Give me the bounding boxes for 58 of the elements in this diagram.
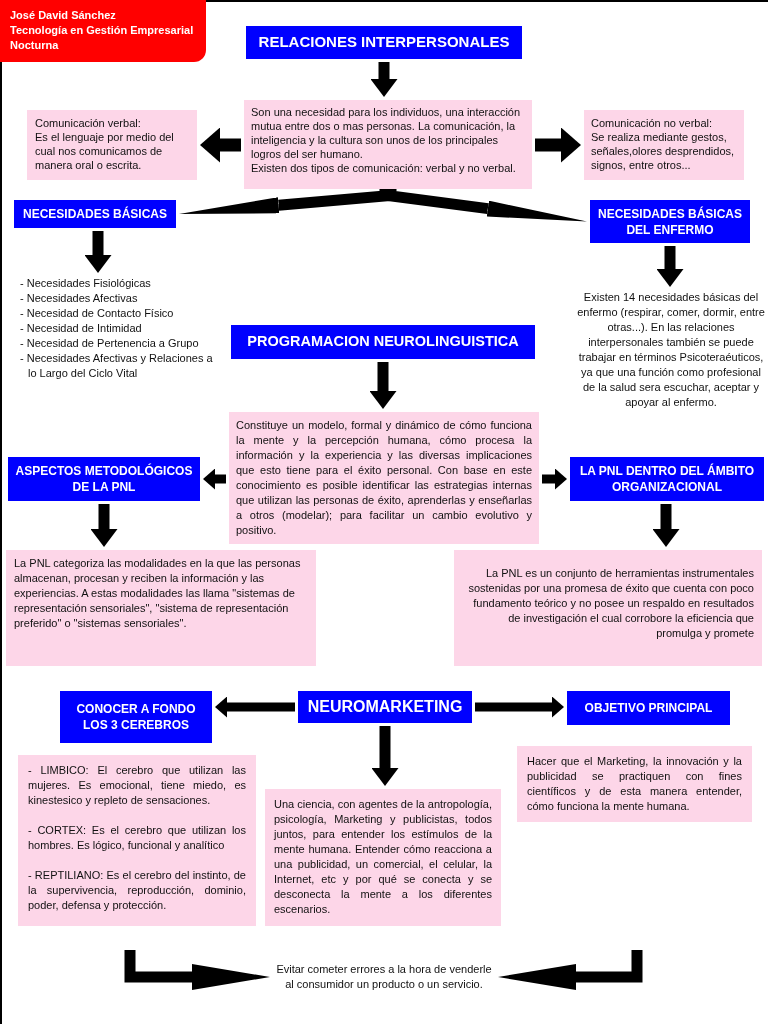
block-arrow [371, 726, 399, 786]
title-banner: PROGRAMACION NEUROLINGUISTICA [231, 325, 535, 359]
section-heading: ASPECTOS METODOLÓGICOS DE LA PNL [8, 457, 200, 501]
note-text: La PNL es un conjunto de herramientas instrumentales sostenidas por una promesa de éxito que cuenta con poco fundamento teórico y no posee un respaldo en resultados de investigación el cual corrobore la eficiencia que promulga y promete [467, 566, 754, 641]
list-item: - Necesidad de Intimidad [20, 321, 143, 336]
note-text: Una ciencia, con agentes de la antropología, psicología, Marketing y publicistas, todos juntos, para entender los estímulos de la mente humana. Entender cómo reacciona a una publicidad, un comercial, el celular, la Internet, etc y por qué se conecta y se desconecta la mente a los diferentes escenarios. [274, 797, 492, 917]
block-arrow [498, 950, 643, 990]
note-text: Existen dos tipos de comunicación: verbal y no verbal. [251, 161, 517, 175]
list-item: - Necesidades Afectivas y Relaciones a lo Largo del Ciclo Vital [20, 351, 214, 381]
note-card [27, 110, 197, 180]
section-heading: OBJETIVO PRINCIPAL [567, 691, 730, 725]
note-paragraph: - LIMBICO: El cerebro que utilizan las mujeres. Es emocional, tiene miedo, es kinestesico y repleto de sensaciones. [28, 763, 246, 808]
program-name: Tecnología en Gestión Empresarial [10, 23, 195, 38]
note-card [18, 755, 256, 926]
block-arrow [90, 504, 118, 547]
note-card [454, 550, 762, 666]
author-name: José David Sánchez [10, 8, 117, 23]
block-arrow [200, 127, 241, 163]
note-heading: Comunicación no verbal: [591, 116, 714, 130]
note-text: Evitar cometer errores a la hora de venderle al consumidor un producto o un servicio. [273, 962, 495, 992]
list-item: - Necesidades Afectivas [20, 291, 139, 306]
note-text: Constituye un modelo, formal y dinámico de cómo funciona la mente y la percepción humana, cómo procesa la información y la experiencia y las diversas implicaciones que esto tiene para el éxito personal. Con base en este conocimiento es posible identificar las estrategias internas que utilizan las personas de éxito, aprenderlas y enseñarlas a otros (modelar); para facilitar un cambio evolutivo y positivo. [236, 418, 532, 538]
note-card [244, 100, 532, 189]
section-heading: LA PNL DENTRO DEL ÁMBITO ORGANIZACIONAL [570, 457, 764, 501]
note-card [517, 746, 752, 822]
note-text: La PNL categoriza las modalidades en la que las personas almacenan, procesan y reciben la información y las experiencias. A estas modalidades las llama "sistemas de representación sensoriales", "sistema de representación preferido" o "sistemas sensoriales". [14, 556, 302, 631]
note-text: Se realiza mediante gestos, señales,olores desprendidos, signos, entre otros... [591, 130, 736, 172]
block-arrow [370, 62, 398, 97]
block-arrow [124, 950, 270, 990]
section-heading: NECESIDADES BÁSICAS DEL ENFERMO [590, 200, 750, 243]
title-banner: NEUROMARKETING [298, 691, 472, 723]
block-arrow [652, 504, 680, 547]
list-item: - Necesidad de Contacto Físico [20, 306, 175, 321]
section-heading: NECESIDADES BÁSICAS [14, 200, 176, 228]
block-arrow [535, 127, 581, 163]
note-paragraph: - CORTEX: Es el cerebro que utilizan los hombres. Es lógico, funcional y analítico [28, 823, 246, 853]
section-heading: CONOCER A FONDO LOS 3 CEREBROS [60, 691, 212, 743]
schedule-text: Nocturna [10, 38, 60, 53]
title-banner: RELACIONES INTERPERSONALES [246, 26, 522, 59]
note-text: Son una necesidad para los individuos, una interacción mutua entre dos o mas personas. La comunicación, la inteligencia y la cultura son unos de los principales logros del ser humano. [251, 105, 522, 161]
author-banner [0, 0, 206, 62]
block-arrow [369, 362, 397, 409]
block-arrow [84, 231, 112, 273]
list-item: - Necesidad de Pertenencia a Grupo [20, 336, 200, 351]
note-text: Es el lenguaje por medio del cual nos comunicamos de manera oral o escrita. [35, 130, 175, 172]
list-item: - Necesidades Fisiológicas [20, 276, 152, 291]
note-card [6, 550, 316, 666]
block-arrow [203, 468, 226, 490]
block-arrow [542, 468, 567, 490]
block-arrow [215, 696, 295, 718]
note-card [584, 110, 744, 180]
note-text: Hacer que el Marketing, la innovación y la publicidad se practiquen con fines científicos y de esta manera entender, cómo funciona la mente humana. [527, 754, 742, 814]
note-heading: Comunicación verbal: [35, 116, 142, 130]
block-arrow [656, 246, 684, 287]
note-text: Existen 14 necesidades básicas del enfermo (respirar, comer, dormir, entre otras...). En las relaciones interpersonales también se puede trabajar en términos Psicoteraéuticos, ya que una función como profesional de la salud sera escuchar, aceptar y apoyar al enfermo. [576, 290, 766, 410]
note-card [265, 789, 501, 926]
block-arrow [475, 696, 564, 718]
note-paragraph: - REPTILIANO: Es el cerebro del instinto, de la supervivencia, reproducción, dominio, poder, defensa y protección. [28, 868, 246, 913]
